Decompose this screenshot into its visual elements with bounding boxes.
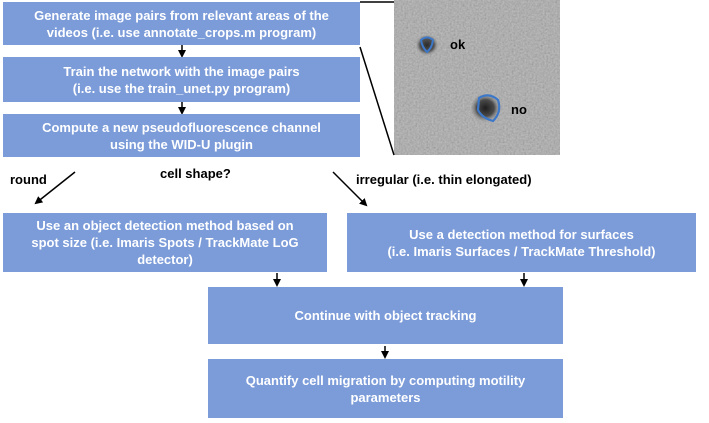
arrow-round — [34, 171, 76, 205]
step-spot-detection: Use an object detection method based on … — [3, 213, 327, 272]
ok-label: ok — [450, 37, 466, 52]
step-quantify-migration: Quantify cell migration by computing mot… — [208, 359, 563, 418]
step-train-network: Train the network with the image pairs (… — [3, 57, 360, 102]
no-label: no — [511, 102, 527, 117]
micrograph-image — [394, 0, 560, 155]
inset-connector-bottom — [359, 46, 395, 156]
step-generate-pairs: Generate image pairs from relevant areas… — [3, 2, 360, 45]
micrograph-inset: ok no — [394, 0, 560, 155]
branch-irregular-label: irregular (i.e. thin elongated) — [356, 172, 532, 187]
step-object-tracking: Continue with object tracking — [208, 287, 563, 344]
step-compute-channel: Compute a new pseudofluorescence channel… — [3, 114, 360, 157]
decision-label: cell shape? — [160, 166, 231, 181]
branch-round-label: round — [10, 172, 47, 187]
arrow-irregular — [332, 171, 368, 207]
step-surface-detection: Use a detection method for surfaces (i.e… — [347, 213, 696, 272]
